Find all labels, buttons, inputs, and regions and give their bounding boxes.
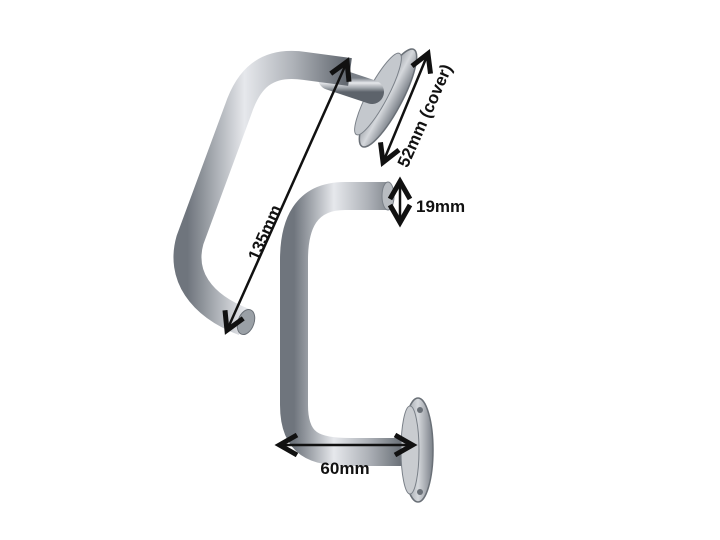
lower-handle [280, 181, 434, 503]
diameter-label: 19mm [416, 197, 465, 216]
projection-label: 60mm [320, 459, 369, 478]
dimension-arrows [228, 56, 427, 445]
length-label: 135mm [244, 202, 285, 263]
lower-tube-end [381, 181, 395, 211]
lower-lever-tube [280, 182, 408, 466]
lower-rose-cover [400, 397, 434, 503]
cover-arrow [384, 56, 427, 160]
length-arrow [228, 64, 346, 328]
